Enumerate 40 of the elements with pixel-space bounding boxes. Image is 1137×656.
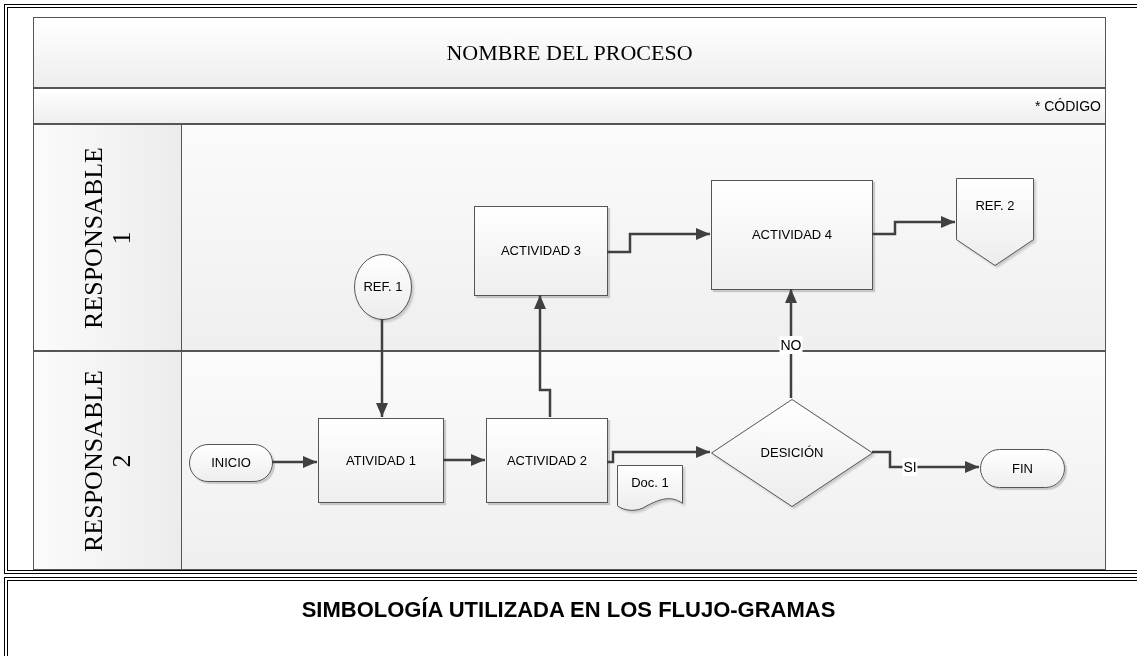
shape-label: * CÓDIGO bbox=[1034, 96, 1101, 116]
arrow bbox=[272, 456, 317, 468]
shape-label: ATIVIDAD 1 bbox=[346, 451, 416, 470]
process-box bbox=[318, 418, 444, 503]
arrow bbox=[376, 319, 388, 417]
decision-diamond bbox=[711, 399, 873, 507]
arrow bbox=[872, 450, 979, 473]
code-band bbox=[33, 88, 1106, 124]
arrow bbox=[785, 289, 797, 398]
shape-label: INICIO bbox=[211, 454, 251, 473]
edge-label: SI bbox=[902, 458, 918, 476]
shape-label: REF. 2 bbox=[975, 197, 1015, 215]
lane-label: RESPONSABLE 1 bbox=[79, 145, 136, 331]
shape-label: REF. 1 bbox=[363, 278, 403, 297]
arrow bbox=[534, 295, 552, 417]
shape-label: DESICIÓN bbox=[760, 444, 824, 463]
shape-label: ACTIVIDAD 3 bbox=[500, 242, 582, 261]
arrow bbox=[443, 454, 485, 466]
shape-label: ACTIVIDAD 2 bbox=[506, 451, 588, 470]
arrow bbox=[607, 446, 710, 464]
swimlane bbox=[33, 124, 1106, 351]
terminator-shape bbox=[189, 444, 273, 482]
arrow bbox=[607, 228, 710, 254]
swimlane bbox=[33, 351, 1106, 570]
shape-label: ACTIVIDAD 4 bbox=[751, 226, 833, 245]
title-band bbox=[33, 17, 1106, 88]
edge-label: NO bbox=[779, 336, 803, 354]
offpage-connector bbox=[956, 178, 1034, 266]
terminator-shape bbox=[980, 449, 1065, 488]
connector-circle bbox=[354, 254, 412, 320]
process-box bbox=[474, 206, 608, 296]
document-shape bbox=[617, 465, 683, 513]
section-heading: SIMBOLOGÍA UTILIZADA EN LOS FLUJO-GRAMAS bbox=[300, 596, 837, 624]
shape-label: FIN bbox=[1012, 459, 1033, 478]
shape-label: Doc. 1 bbox=[631, 474, 669, 492]
process-box bbox=[486, 418, 608, 503]
arrow bbox=[872, 216, 955, 236]
lane-label: RESPONSABLE 2 bbox=[79, 368, 136, 554]
shape-label: NOMBRE DEL PROCESO bbox=[446, 39, 693, 67]
process-box bbox=[711, 180, 873, 290]
